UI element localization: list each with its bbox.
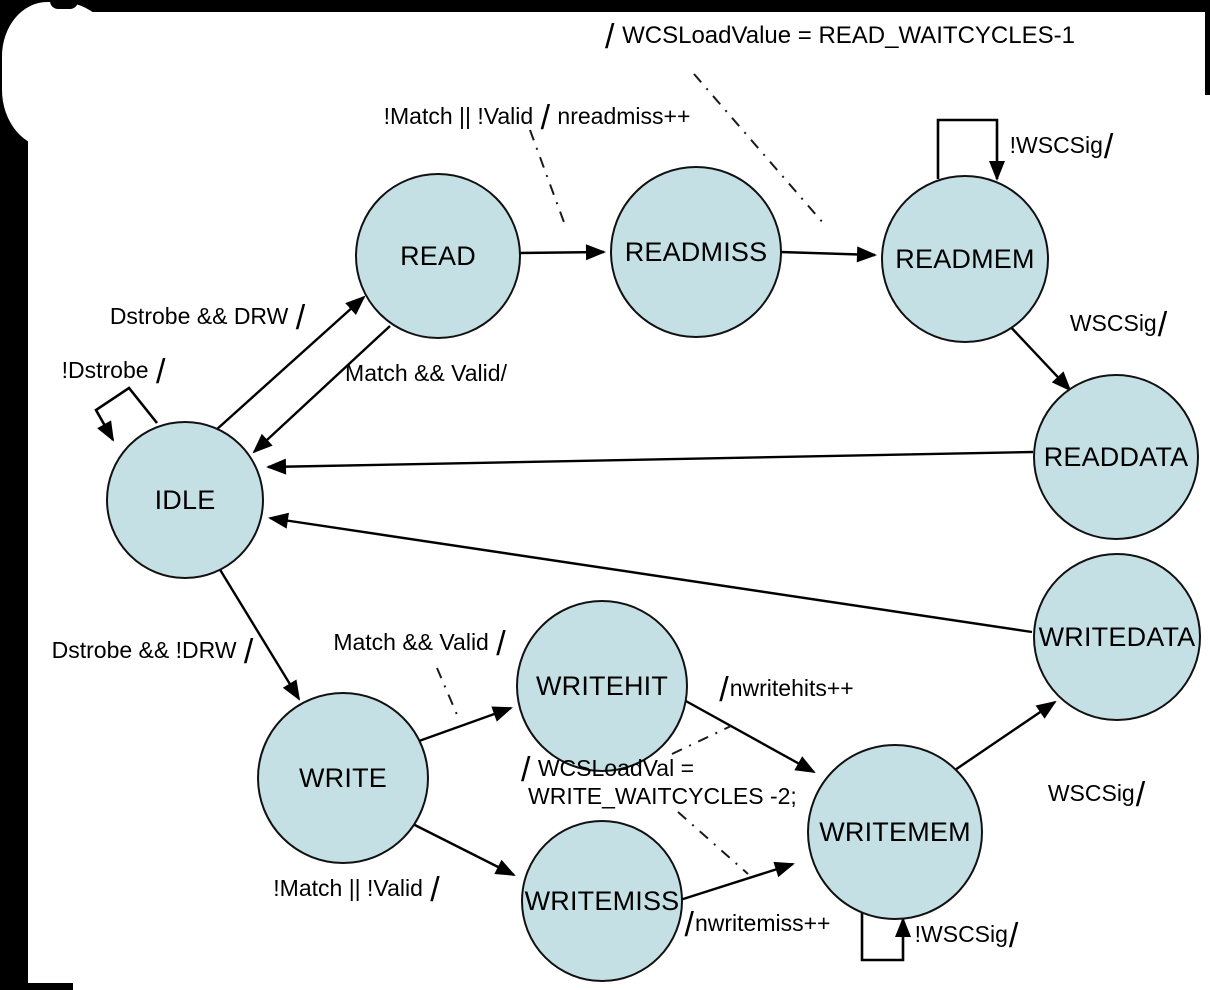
arrow-readmem-to-readdata (1005, 321, 1072, 392)
arrow-readdata-to-idle (266, 450, 1034, 475)
leader-read-miss (529, 129, 566, 226)
label-writemem-wait: !WSCSig/ (914, 917, 1019, 956)
label-write-action: / WCSLoadVal = WRITE_WAITCYCLES -2; (520, 751, 797, 810)
arrow-writedata-to-idle (268, 512, 1033, 634)
label-writehit-action: /nwritehits++ (719, 671, 854, 710)
label-idle-to-write: Dstrobe && !DRW / (51, 633, 254, 672)
state-readmiss: READMISS (610, 166, 782, 338)
label-write-hit: Match && Valid / (333, 625, 506, 664)
state-read: READ (355, 173, 521, 339)
label-read-action: / WCSLoadValue = READ_WAITCYCLES-1 (605, 18, 1075, 56)
scan-edge-left (0, 0, 28, 990)
scan-edge-top (0, 0, 1210, 12)
leader-read-action (693, 73, 825, 225)
arrow-idle-to-write (217, 567, 301, 701)
state-writehit: WRITEHIT (516, 600, 688, 772)
label-idle-to-read: Dstrobe && DRW / (109, 299, 306, 338)
leader-write-action-down (677, 811, 749, 875)
arrow-read-to-readmiss (518, 244, 606, 261)
state-readdata: READDATA (1033, 374, 1199, 540)
state-write: WRITE (257, 692, 429, 864)
self-loop-readmem (936, 118, 1005, 181)
self-loop-idle (94, 386, 159, 442)
scan-corner-notch (50, 0, 78, 9)
state-writemiss: WRITEMISS (521, 820, 683, 982)
scan-edge-bottom-left (28, 983, 73, 990)
scan-corner-blob (2, 2, 124, 148)
arrow-writemem-to-writedata (951, 700, 1057, 773)
leader-write-action-up (671, 725, 732, 755)
arrow-write-to-writehit (418, 706, 513, 743)
label-write-action-line1: / WCSLoadVal = (521, 751, 695, 789)
state-readmem: READMEM (881, 175, 1049, 343)
label-readmem-wait: !WSCSig/ (1009, 128, 1114, 167)
arrow-read-to-idle (252, 325, 391, 454)
arrow-idle-to-read (215, 295, 366, 431)
state-idle: IDLE (106, 421, 264, 579)
scan-edge-right (1205, 0, 1210, 95)
arrow-readmiss-to-readmem (779, 246, 877, 263)
label-idle-self: !Dstrobe / (61, 353, 166, 392)
arrow-writehit-to-writemem (683, 698, 816, 774)
state-writemem: WRITEMEM (807, 744, 983, 920)
label-readmem-to-readdata: WSCSig/ (1069, 306, 1168, 345)
leader-write-hit (436, 667, 459, 718)
label-writemiss-action: /nwritemiss++ (684, 906, 831, 945)
label-read-to-idle: Match && Valid/ (345, 360, 507, 387)
self-loop-writemem (860, 911, 911, 962)
state-writedata: WRITEDATA (1033, 553, 1201, 721)
label-write-action-line2: WRITE_WAITCYCLES -2; (528, 782, 797, 809)
label-writemem-to-writedata: WSCSig/ (1047, 776, 1146, 815)
arrow-writemiss-to-writemem (679, 861, 795, 902)
label-read-miss: !Match || !Valid / nreadmiss++ (383, 99, 691, 138)
label-write-miss: !Match || !Valid / (273, 871, 440, 910)
